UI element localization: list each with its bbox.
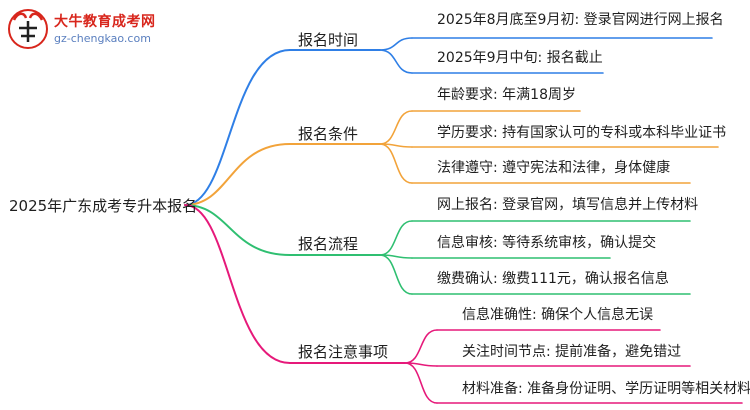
leaf-note-2: 关注时间节点: 提前准备，避免错过 <box>462 344 682 360</box>
connector-branch-1-leaf-2 <box>379 143 413 184</box>
leaf-time-2: 2025年9月中旬: 报名截止 <box>437 50 603 66</box>
connector-branch-2-leaf-0 <box>379 220 413 256</box>
branch-time: 报名时间 <box>298 31 359 49</box>
connector-branch-0-leaf-1 <box>379 49 413 74</box>
branch-process: 报名流程 <box>298 235 359 253</box>
leaf-proc-3: 缴费确认: 缴费111元，确认报名信息 <box>437 271 669 287</box>
branch-notes: 报名注意事项 <box>298 343 389 361</box>
leaf-proc-1: 网上报名: 登录官网，填写信息并上传材料 <box>437 197 699 213</box>
leaf-cond-1: 年龄要求: 年满18周岁 <box>437 87 576 103</box>
leaf-cond-3: 法律遵守: 遵守宪法和法律，身体健康 <box>437 160 671 176</box>
leaf-note-3: 材料准备: 准备身份证明、学历证明等相关材料 <box>462 381 750 397</box>
connector-root-to-branch-1 <box>184 143 291 206</box>
connector-branch-0-leaf-0 <box>379 37 413 51</box>
leaf-proc-2: 信息审核: 等待系统审核，确认提交 <box>437 235 657 251</box>
connector-branch-2-leaf-2 <box>379 254 413 295</box>
leaf-cond-2: 学历要求: 持有国家认可的专科或本科毕业证书 <box>437 125 727 141</box>
connector-branch-1-leaf-0 <box>379 110 413 145</box>
connector-branch-3-leaf-0 <box>404 329 438 364</box>
logo-url: gz-chengkao.com <box>54 32 151 45</box>
connector-root-to-branch-3 <box>184 204 291 364</box>
branch-conditions: 报名条件 <box>298 125 359 143</box>
leaf-note-1: 信息准确性: 确保个人信息无误 <box>462 307 654 323</box>
logo-title: 大牛教育成考网 <box>54 14 156 30</box>
root-node: 2025年广东成考专升本报名 <box>9 197 198 215</box>
bull-logo-icon <box>8 9 48 49</box>
connector-branch-3-leaf-2 <box>404 362 438 404</box>
connector-root-to-branch-0 <box>184 49 291 206</box>
site-logo: 大牛教育成考网 gz-chengkao.com <box>6 6 176 52</box>
connector-root-to-branch-2 <box>184 204 291 256</box>
leaf-time-1: 2025年8月底至9月初: 登录官网进行网上报名 <box>437 12 724 28</box>
